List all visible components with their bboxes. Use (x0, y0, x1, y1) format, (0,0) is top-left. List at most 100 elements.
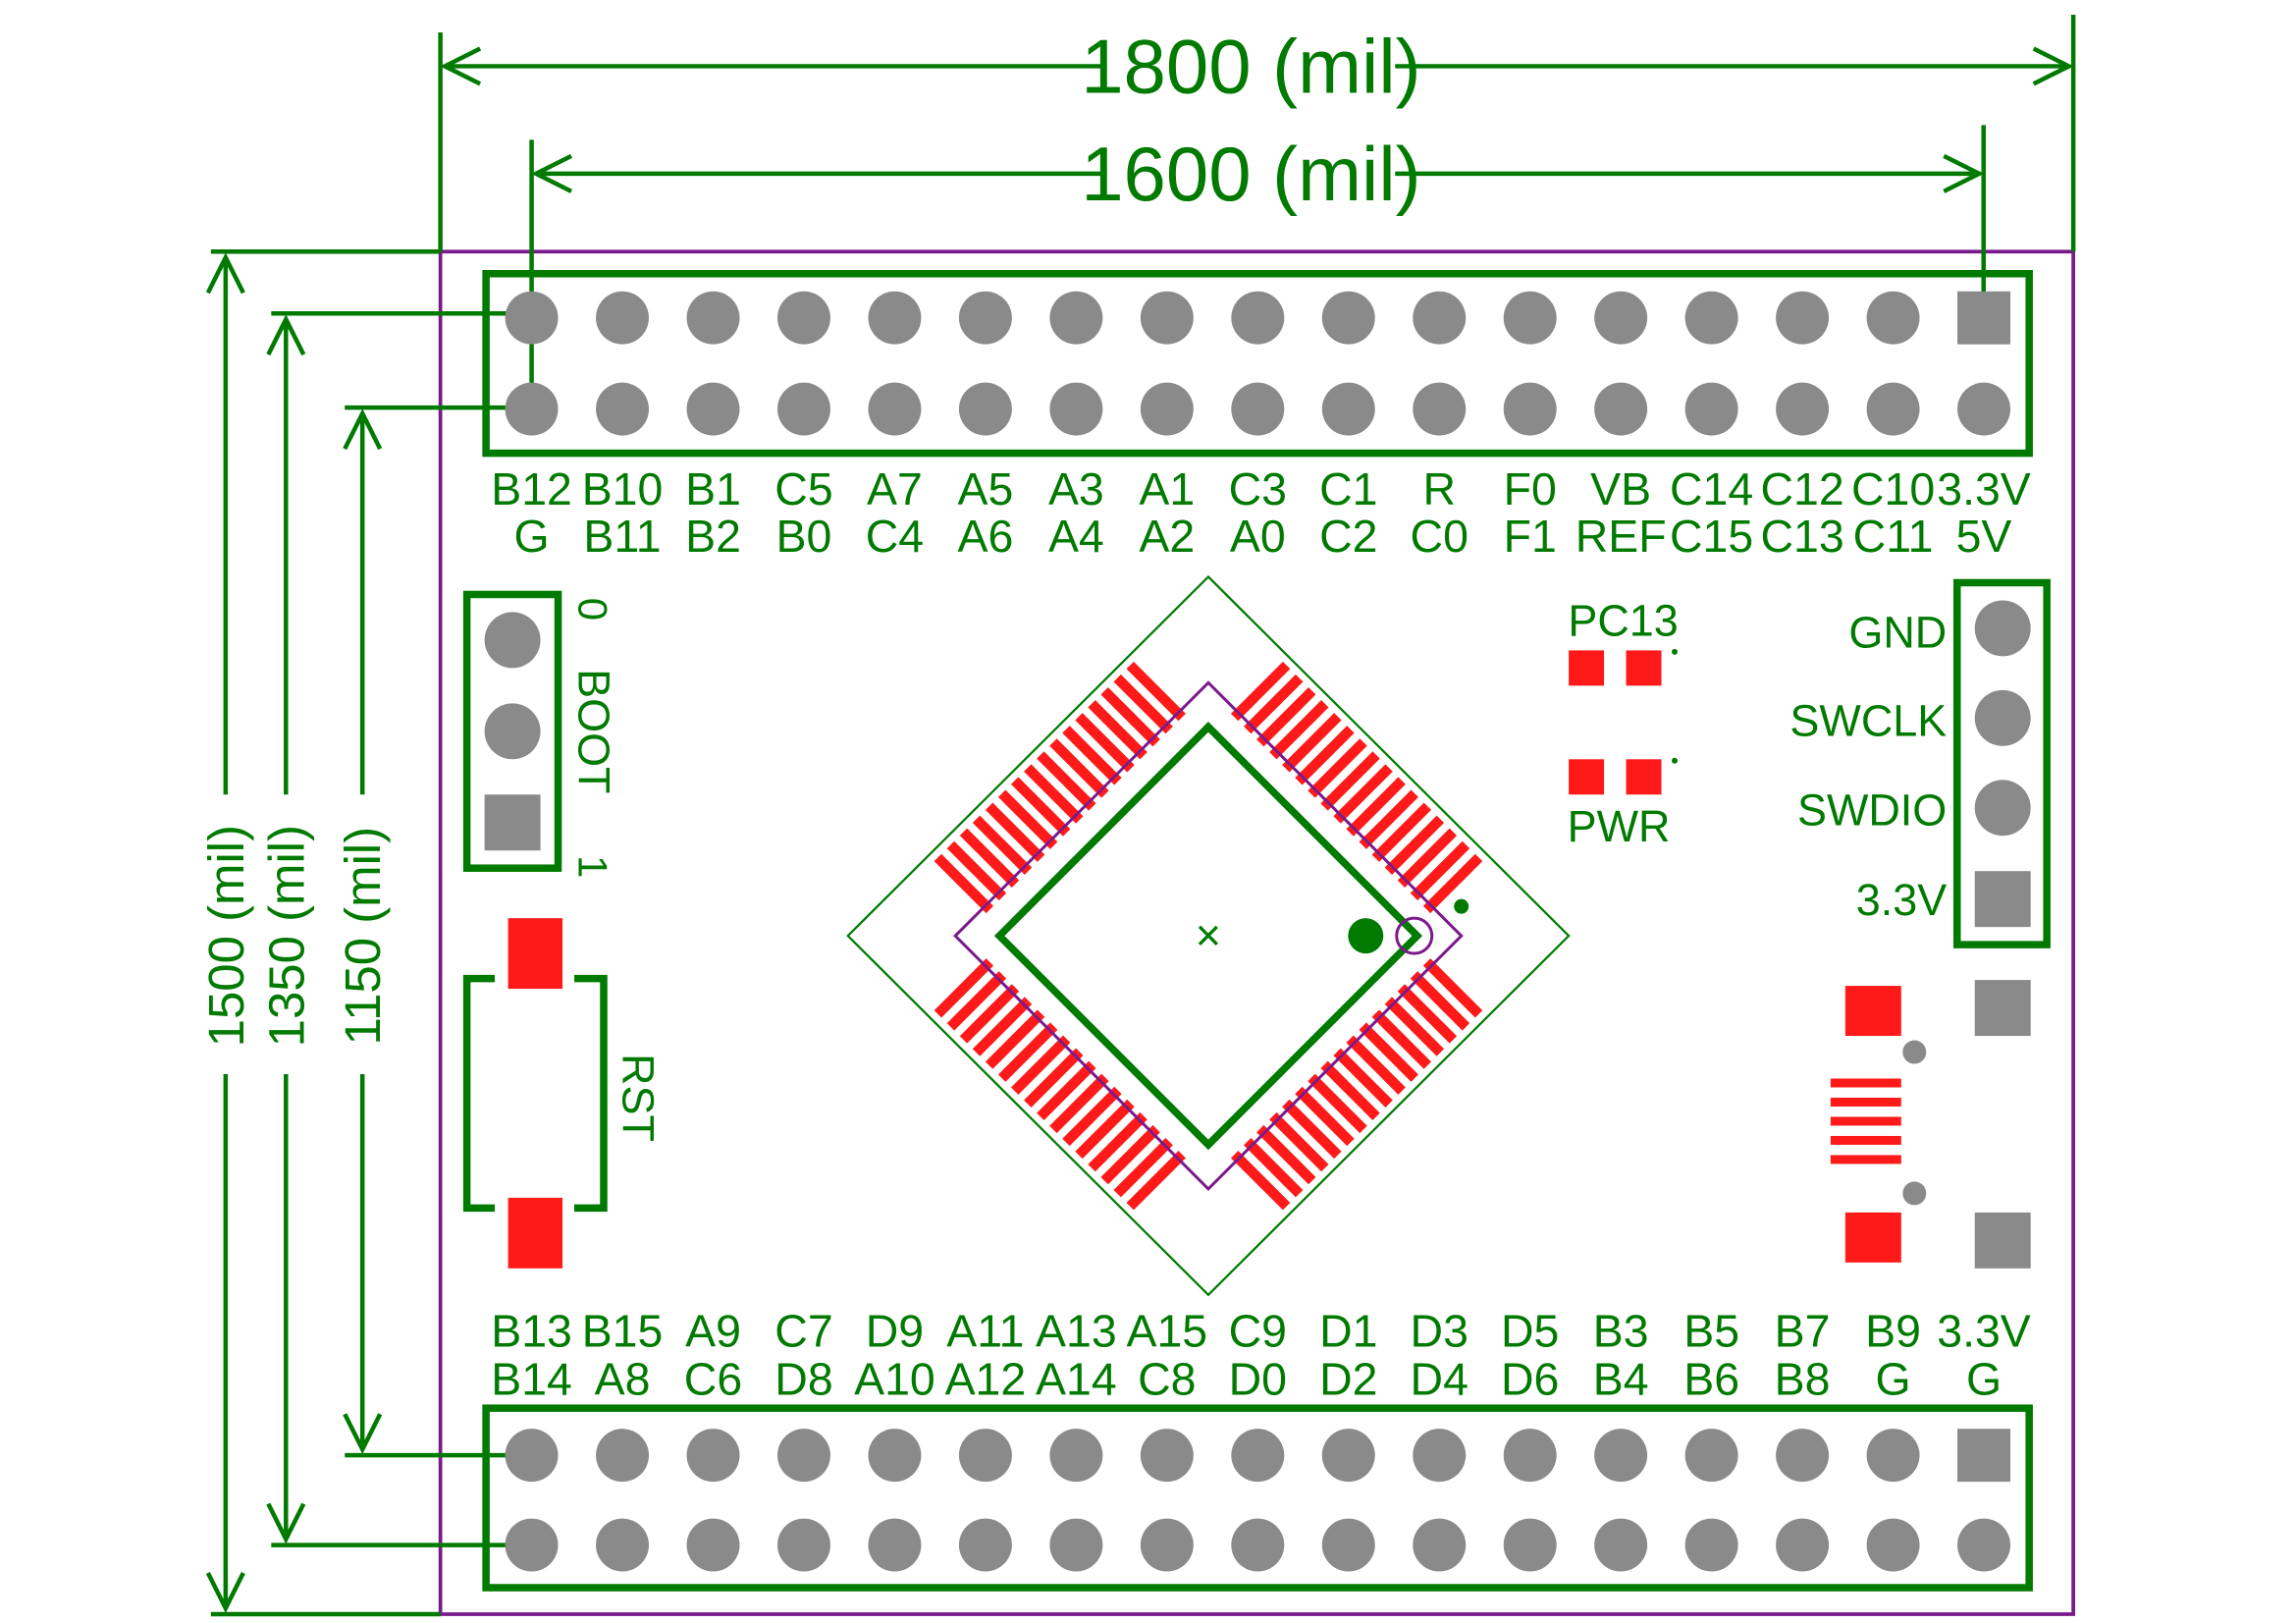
dimension-width-inner-label: 1600 (mil) (1081, 131, 1420, 217)
top-header-pin-label: C10 (1851, 463, 1935, 514)
header-pin (1957, 1518, 2011, 1572)
mcu-pin1-dot (1348, 918, 1384, 954)
header-pin (686, 382, 740, 436)
mcu-pad (1049, 1073, 1109, 1134)
top-header-pin-label: R (1422, 463, 1456, 514)
mcu-pad (934, 853, 994, 914)
mcu-pin1-marker (1454, 898, 1469, 914)
bottom-header-pin-label: G (1875, 1354, 1910, 1405)
mcu-pad (1269, 700, 1329, 760)
bottom-header-outline (482, 1404, 2033, 1592)
mcu-pad (1371, 802, 1431, 862)
bottom-header-pin-label: A14 (1036, 1354, 1117, 1405)
usb-pad-bottom (1844, 1212, 1901, 1263)
dimension-width-inner: 1600 (mil) (529, 125, 1986, 386)
reset-pad-top (507, 918, 563, 990)
header-pin (1321, 1518, 1375, 1572)
led-pwr: PWR (1568, 757, 1679, 851)
header-pin (1321, 1429, 1375, 1483)
dimension-height-inner: 1150 (mil) (335, 405, 532, 1458)
mcu-pad (997, 1022, 1058, 1082)
bottom-header-pin-label: D4 (1411, 1354, 1468, 1405)
header-pin (505, 1518, 559, 1572)
top-header-pin-label: C15 (1670, 511, 1753, 562)
top-header-pin-label: C2 (1319, 511, 1377, 562)
mcu-pad (997, 789, 1058, 849)
bottom-header-pin-label: B15 (582, 1305, 664, 1356)
swd-header: GND SWCLK SWDIO 3.3V (1789, 578, 2051, 948)
header-pin (1776, 291, 1830, 345)
mcu-pad (946, 840, 1007, 901)
mcu-chip: × (846, 574, 1571, 1297)
header-pin (505, 1429, 559, 1483)
mcu-pad (1126, 661, 1186, 722)
mcu-pad (1410, 971, 1470, 1031)
header-pin (1413, 1518, 1467, 1572)
bottom-header-pin-label: B5 (1683, 1305, 1739, 1356)
top-header-pin-label: B0 (776, 511, 832, 562)
mcu-pad (1333, 764, 1393, 824)
header-pin (1594, 382, 1648, 436)
bottom-header-pin-label: D8 (774, 1354, 832, 1405)
top-header-pin-label: B12 (491, 463, 572, 514)
header-pin (776, 1429, 830, 1483)
mcu-pad (1037, 751, 1096, 811)
bottom-header-pin-label: G (1966, 1354, 2002, 1405)
usb-pin (1830, 1116, 1901, 1126)
mcu-pad (1282, 1099, 1342, 1160)
header-pin (1140, 1518, 1194, 1572)
header-pin (958, 291, 1012, 345)
mcu-pad (1243, 674, 1304, 734)
mcu-pad (1049, 738, 1109, 798)
reset-pad-bottom (507, 1197, 563, 1269)
header-pin (1866, 1518, 1920, 1572)
mcu-pads (934, 661, 1483, 1211)
top-header-pin-label: C12 (1760, 463, 1843, 514)
usb-pin (1830, 1135, 1901, 1145)
header-pin-square (1957, 1429, 2011, 1483)
mcu-pad (1100, 686, 1160, 747)
mcu-pad (1384, 997, 1445, 1056)
header-pin (1413, 291, 1467, 345)
mcu-pad (1359, 789, 1418, 849)
led-pc13-label: PC13 (1568, 595, 1678, 645)
mcu-courtyard (846, 574, 1571, 1297)
header-pin (868, 382, 922, 436)
header-pin (505, 291, 559, 345)
bottom-header-pin-label: D3 (1411, 1305, 1468, 1356)
mcu-pad (1282, 713, 1342, 773)
boot-jumper: 0 BOOT 1 (462, 590, 619, 878)
top-header-pins (505, 291, 2011, 436)
header-pin (1866, 382, 1920, 436)
mcu-pad (946, 971, 1007, 1031)
header-pin (1231, 382, 1285, 436)
dimension-width-outer-label: 1800 (mil) (1081, 23, 1420, 109)
top-header-pin-label: C13 (1760, 511, 1843, 562)
bottom-header-pins (505, 1429, 2011, 1572)
header-pin (1866, 291, 1920, 345)
mcu-body-outline (953, 680, 1464, 1192)
header-pin (1503, 1429, 1557, 1483)
header-pin (1503, 1518, 1557, 1572)
header-pin (1140, 1429, 1194, 1483)
bottom-header-pin-label: A11 (946, 1305, 1024, 1356)
top-header-pin-label: C14 (1670, 463, 1753, 514)
top-header-pin-label: 5V (1956, 511, 2012, 562)
top-header-pin-label: C11 (1853, 511, 1934, 562)
bottom-header-pin-label: C6 (684, 1354, 742, 1405)
top-header-pin-label: VB (1590, 463, 1651, 514)
header-pin (1503, 382, 1557, 436)
bottom-header-pin-label: C9 (1229, 1305, 1287, 1356)
dimension-height-outer-label: 1500 (mil) (198, 825, 254, 1047)
top-header-pin-label: A6 (957, 511, 1013, 562)
bottom-header-pin-label: B3 (1593, 1305, 1649, 1356)
header-pin (1049, 382, 1103, 436)
mcu-pad (1295, 1086, 1355, 1147)
mcu-pad (1243, 1137, 1304, 1198)
swd-pin-swdio (1974, 780, 2031, 837)
boot-label: BOOT (569, 669, 619, 793)
mcu-pad (1397, 828, 1458, 889)
header-pin (958, 1518, 1012, 1572)
reset-label: RST (613, 1054, 663, 1142)
mcu-pad (1295, 726, 1355, 785)
